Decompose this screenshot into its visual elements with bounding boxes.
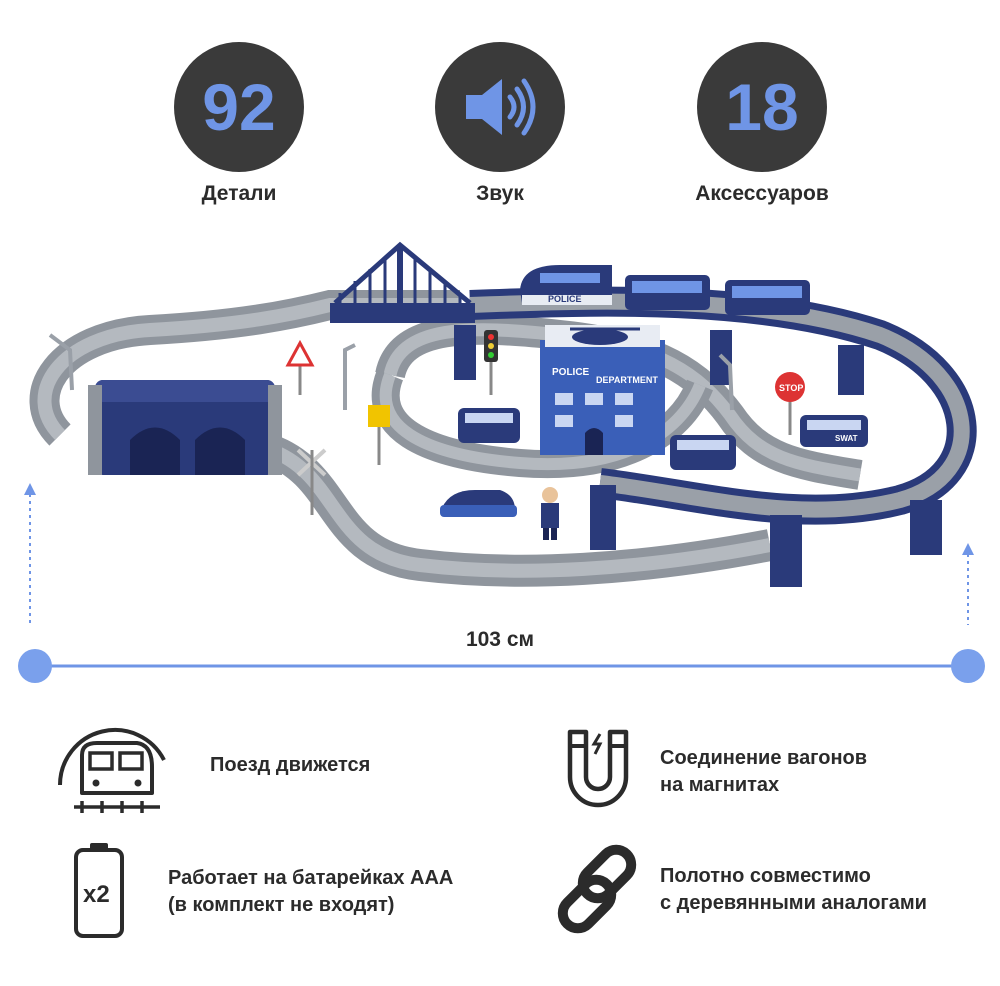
stat-accessories-label: Аксессуаров: [695, 182, 829, 205]
railway-set-illustration: POLICE POLICE DEPARTMENT SWAT: [24, 241, 977, 625]
battery-icon: x2: [74, 843, 124, 938]
tunnel: [88, 380, 282, 475]
road-signs: STOP: [48, 330, 805, 515]
stat-accessories-value: 18: [725, 70, 799, 144]
building-sign-bottom: DEPARTMENT: [596, 375, 658, 385]
feature-battery: x2 Работает на батарейках ААА (в комплек…: [52, 842, 453, 942]
train-label: POLICE: [548, 294, 582, 304]
stop-sign-label: STOP: [779, 383, 803, 393]
train-icon: [58, 727, 166, 813]
stat-parts: 92 Детали: [174, 42, 304, 206]
police-building: POLICE DEPARTMENT: [540, 325, 665, 455]
feature-line1: Полотно совместимо: [660, 865, 871, 887]
feature-text: Полотно совместимо с деревянными аналога…: [660, 863, 927, 917]
stat-sound: Звук: [435, 42, 565, 206]
feature-text: Соединение вагонов на магнитах: [660, 745, 867, 799]
police-figure: [541, 487, 559, 540]
stat-parts-label: Детали: [201, 182, 277, 205]
suspension-bridge: [330, 241, 475, 323]
feature-line2: (в комплект не входят): [168, 894, 395, 916]
dimension-label: 103 см: [465, 628, 535, 651]
dimension-markers: [24, 483, 974, 625]
building-sign-top: POLICE: [552, 367, 590, 378]
stat-parts-value: 92: [202, 70, 276, 144]
stat-parts-circle: 92: [174, 42, 304, 172]
magnet-icon: [567, 729, 629, 808]
train: POLICE: [520, 265, 810, 315]
stat-sound-label: Звук: [476, 182, 524, 205]
stat-accessories-circle: 18: [697, 42, 827, 172]
feature-line2: на магнитах: [660, 774, 780, 796]
feature-line1: Поезд движется: [210, 753, 371, 776]
stat-sound-circle: [435, 42, 565, 172]
speaker-sound-icon: [466, 78, 536, 136]
battery-count: x2: [83, 881, 110, 908]
stat-accessories: 18 Аксессуаров: [694, 42, 830, 206]
feature-text: Работает на батарейках ААА (в комплект н…: [168, 865, 453, 919]
chain-link-icon: [557, 844, 637, 934]
feature-line1: Соединение вагонов: [660, 747, 868, 769]
feature-line2: с деревянными аналогами: [660, 892, 927, 914]
police-vehicles: SWAT: [440, 408, 868, 517]
car-label: SWAT: [835, 434, 858, 443]
feature-compatible-track: Полотно совместимо с деревянными аналога…: [548, 840, 927, 940]
feature-text: Поезд движется: [210, 752, 370, 779]
feature-train-moves: Поезд движется: [52, 715, 370, 815]
feature-magnet-coupling: Соединение вагонов на магнитах: [548, 722, 867, 822]
feature-line1: Работает на батарейках ААА: [168, 867, 454, 889]
dimension-line: [18, 649, 985, 683]
